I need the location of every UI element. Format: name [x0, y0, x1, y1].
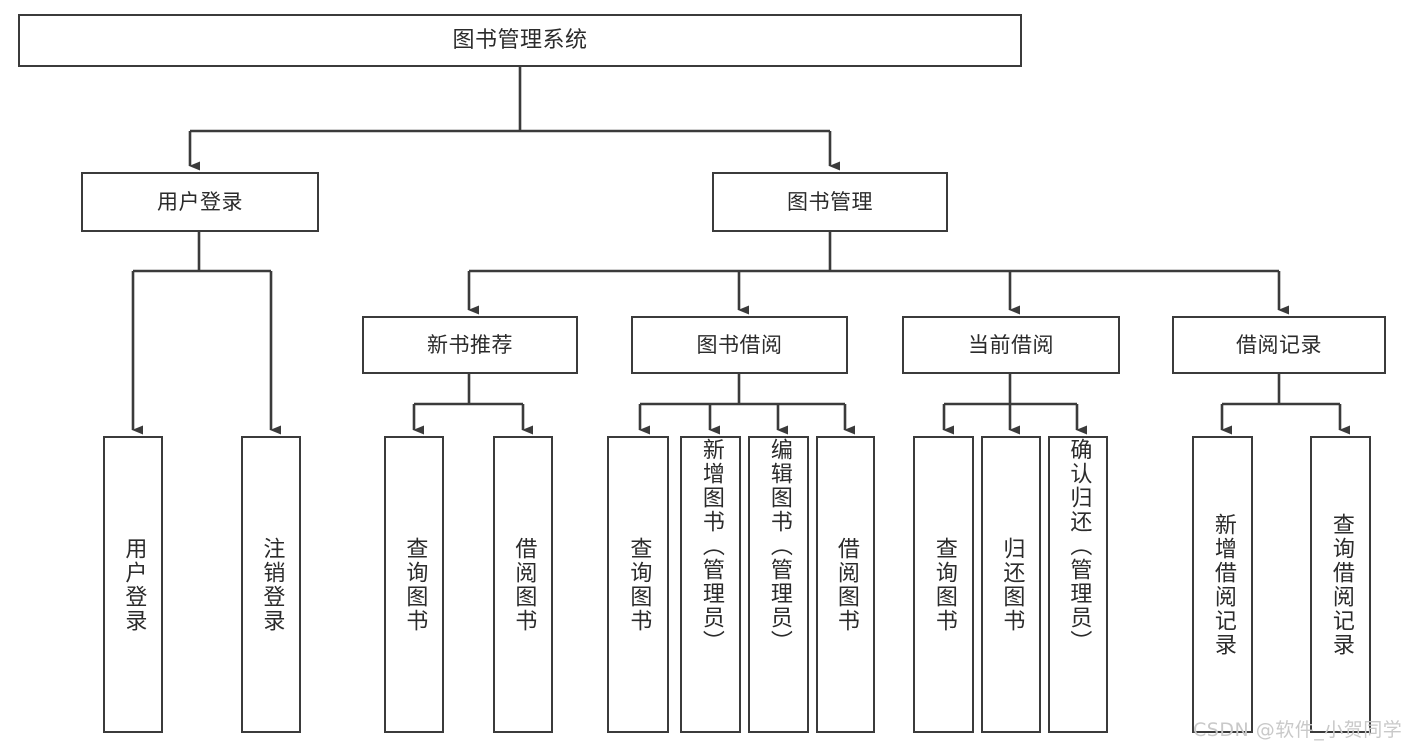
node-book-borrow[interactable]: 图书借阅 [631, 316, 848, 374]
node-leaf-add-book-label: 新增图书（管理员） [698, 438, 724, 654]
node-leaf-add-borrow-record[interactable]: 新增借阅记录 [1192, 436, 1253, 733]
node-leaf-query-book-borrow[interactable]: 查询图书 [607, 436, 669, 733]
node-leaf-borrow-book-recommend-label: 借阅图书 [511, 536, 537, 633]
node-borrow-record-label: 借阅记录 [1236, 332, 1322, 357]
node-leaf-query-borrow-record-label: 查询借阅记录 [1328, 512, 1354, 657]
node-leaf-add-borrow-record-label: 新增借阅记录 [1210, 512, 1236, 657]
node-leaf-user-login-label: 用户登录 [121, 536, 147, 633]
node-book-borrow-label: 图书借阅 [696, 332, 783, 357]
node-user-login[interactable]: 用户登录 [81, 172, 319, 232]
node-leaf-add-book[interactable]: 新增图书（管理员） [680, 436, 741, 733]
node-current-borrow[interactable]: 当前借阅 [902, 316, 1120, 374]
node-leaf-return-book-label: 归还图书 [999, 536, 1025, 633]
node-leaf-query-book-current[interactable]: 查询图书 [913, 436, 974, 733]
node-leaf-query-book-recommend-label: 查询图书 [402, 536, 428, 633]
node-leaf-query-borrow-record[interactable]: 查询借阅记录 [1310, 436, 1371, 733]
node-leaf-confirm-return[interactable]: 确认归还（管理员） [1048, 436, 1108, 733]
node-leaf-borrow-book-borrow[interactable]: 借阅图书 [816, 436, 875, 733]
node-leaf-borrow-book-recommend[interactable]: 借阅图书 [493, 436, 553, 733]
node-leaf-query-book-borrow-label: 查询图书 [626, 536, 652, 633]
node-leaf-borrow-book-borrow-label: 借阅图书 [833, 536, 859, 633]
node-book-management-label: 图书管理 [787, 189, 873, 214]
node-new-book-recommend-label: 新书推荐 [427, 332, 513, 357]
node-book-management[interactable]: 图书管理 [712, 172, 948, 232]
node-borrow-record[interactable]: 借阅记录 [1172, 316, 1386, 374]
node-user-login-label: 用户登录 [157, 189, 243, 214]
node-leaf-return-book[interactable]: 归还图书 [981, 436, 1041, 733]
node-root-system[interactable]: 图书管理系统 [18, 14, 1022, 67]
node-leaf-query-book-current-label: 查询图书 [931, 536, 957, 633]
node-leaf-logout-label: 注销登录 [259, 536, 285, 633]
node-leaf-query-book-recommend[interactable]: 查询图书 [384, 436, 444, 733]
node-leaf-logout[interactable]: 注销登录 [241, 436, 301, 733]
node-new-book-recommend[interactable]: 新书推荐 [362, 316, 578, 374]
node-current-borrow-label: 当前借阅 [968, 332, 1054, 357]
node-root-system-label: 图书管理系统 [452, 27, 588, 53]
node-leaf-edit-book[interactable]: 编辑图书（管理员） [748, 436, 809, 733]
node-leaf-user-login[interactable]: 用户登录 [103, 436, 163, 733]
node-leaf-edit-book-label: 编辑图书（管理员） [766, 438, 792, 654]
node-leaf-confirm-return-label: 确认归还（管理员） [1066, 438, 1092, 654]
